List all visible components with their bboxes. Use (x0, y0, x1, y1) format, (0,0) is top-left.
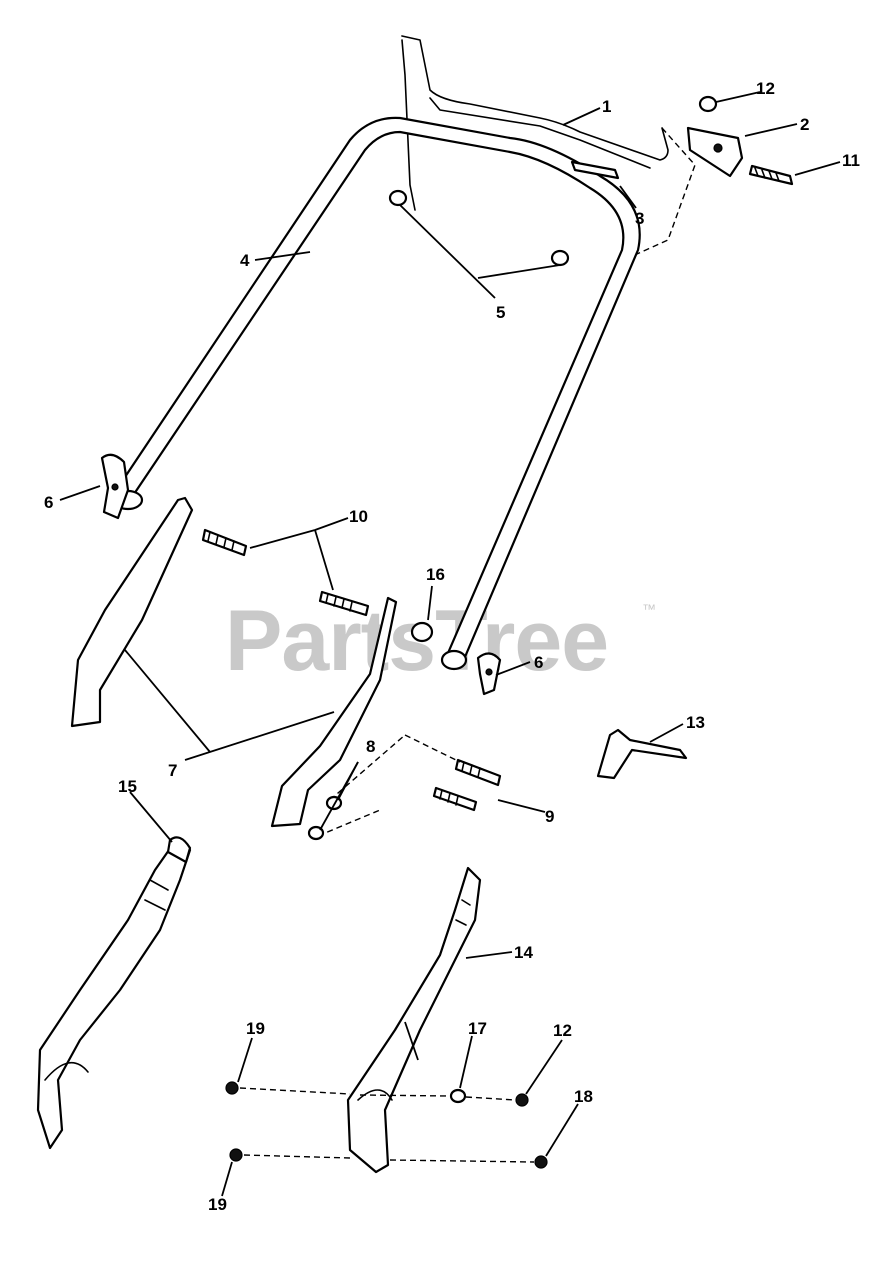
part-18-nut (534, 1155, 548, 1169)
callout-19-top: 19 (246, 1019, 265, 1038)
callout-12-bottom: 12 (553, 1021, 572, 1040)
callout-3: 3 (635, 209, 644, 228)
part-5-bushings (388, 189, 570, 267)
callout-16: 16 (426, 565, 445, 584)
part-11-bolt (748, 164, 794, 186)
callout-11: 11 (842, 151, 860, 170)
callout-2: 2 (800, 115, 809, 134)
part-10-bolts (201, 528, 370, 617)
callout-9: 9 (545, 807, 554, 826)
part-4-upper-handle (112, 116, 641, 671)
callout-19-bottom: 19 (208, 1195, 227, 1214)
callout-6-right: 6 (534, 653, 543, 672)
callout-1: 1 (602, 97, 611, 116)
callout-5: 5 (496, 303, 505, 322)
callout-13: 13 (686, 713, 705, 732)
part-15-handle-tube (36, 836, 192, 1150)
part-7-lower-handles (70, 496, 398, 828)
part-13-bracket (596, 728, 688, 780)
callout-10: 10 (349, 507, 368, 526)
callout-6-left: 6 (44, 493, 53, 512)
callout-14: 14 (514, 943, 533, 962)
watermark: PartsTree ™ (225, 593, 656, 689)
part-16-spacer (410, 621, 434, 643)
callout-15: 15 (118, 777, 137, 796)
part-3-slot (570, 160, 620, 180)
callout-17: 17 (468, 1019, 487, 1038)
callout-7: 7 (168, 761, 177, 780)
callout-8: 8 (366, 737, 375, 756)
part-8-washers (307, 795, 343, 841)
callout-18: 18 (574, 1087, 593, 1106)
part-19-screw-bottom (229, 1148, 243, 1162)
watermark-text: PartsTree (225, 593, 608, 689)
part-6-brackets (100, 453, 502, 696)
part-9-bolts (317, 734, 502, 837)
part-1-control-bail (401, 35, 696, 259)
callout-labels: 1 2 3 4 5 6 6 7 8 9 10 11 12 12 13 14 15… (44, 79, 860, 1214)
part-12-nut-top (698, 95, 718, 113)
parts-bottom-hardware (225, 1081, 548, 1169)
callout-12-top: 12 (756, 79, 775, 98)
watermark-trademark: ™ (642, 601, 656, 617)
leader-lines (59, 91, 841, 1197)
part-17-washer (449, 1088, 467, 1104)
part-19-screw-top (225, 1081, 239, 1095)
part-12-nut-bottom (515, 1093, 529, 1107)
callout-4: 4 (240, 251, 250, 270)
part-2-bracket (686, 126, 744, 178)
part-14-handle-tube (346, 866, 482, 1174)
